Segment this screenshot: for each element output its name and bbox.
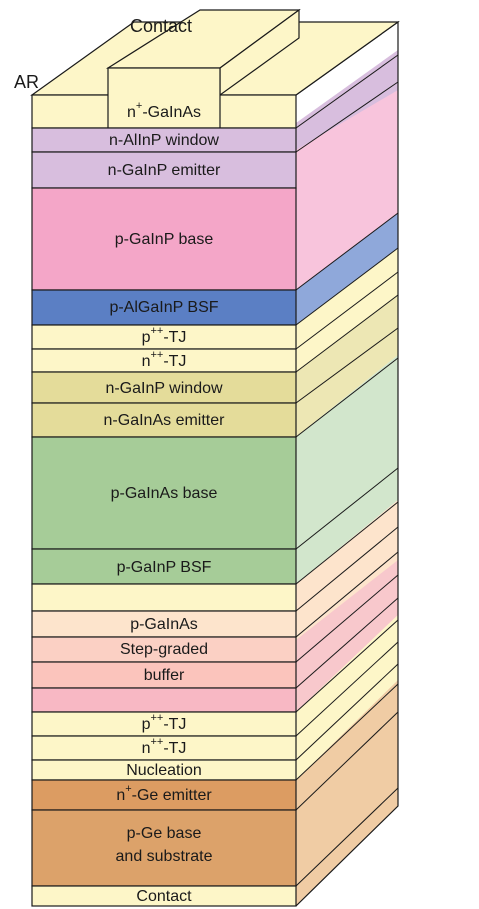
layer-label-ge-emitter: n+-Ge emitter bbox=[116, 783, 212, 804]
layer-bsf1 bbox=[31, 289, 297, 326]
layer-label-emitter1: n-GaInP emitter bbox=[108, 162, 221, 179]
layer-window1 bbox=[31, 127, 297, 153]
layer-emitter2 bbox=[31, 402, 297, 438]
side-middle-cell-base bbox=[296, 355, 398, 584]
tj2p-suffix: -TJ bbox=[163, 716, 186, 733]
top-contact-label: Contact bbox=[130, 16, 192, 36]
layer-buf3 bbox=[31, 661, 297, 689]
layer-label-window2: n-GaInP window bbox=[105, 380, 223, 397]
layer-label-buf1: p-GaInAs bbox=[130, 616, 198, 633]
layer-label-bsf1: p-AlGaInP BSF bbox=[109, 299, 218, 316]
layer-buf1 bbox=[31, 610, 297, 638]
ar-label: AR bbox=[14, 72, 39, 92]
side-buffer-pink bbox=[296, 560, 398, 712]
cap-sup: + bbox=[136, 100, 142, 112]
tj2p-sup: ++ bbox=[150, 712, 163, 724]
layer-bsf2 bbox=[31, 548, 297, 585]
layer-label-tj1n: n++-TJ bbox=[142, 349, 187, 370]
tj1n-sup: ++ bbox=[150, 349, 163, 361]
side-tj2 bbox=[296, 615, 398, 780]
layer-window2 bbox=[31, 371, 297, 404]
layer-tj1p bbox=[31, 324, 297, 350]
front-face bbox=[31, 67, 297, 907]
layer-label-nucleation: Nucleation bbox=[126, 762, 202, 779]
layer-label-ge-base-2: and substrate bbox=[116, 848, 213, 865]
layer-label-window1: n-AlInP window bbox=[109, 132, 219, 149]
layer-label-cap: n+-GaInAs bbox=[127, 100, 201, 121]
layer-label-tj2p: p++-TJ bbox=[142, 712, 187, 733]
tj1n-suffix: -TJ bbox=[163, 353, 186, 370]
cap-suffix: -GaInAs bbox=[142, 104, 201, 121]
side-layer-lines bbox=[295, 54, 399, 887]
tj1n-prefix: n bbox=[142, 353, 151, 370]
layer-label-bsf2: p-GaInP BSF bbox=[117, 559, 212, 576]
tj2p-prefix: p bbox=[142, 716, 151, 733]
layer-label-base2: p-GaInAs base bbox=[111, 485, 218, 502]
tj2n-prefix: n bbox=[142, 740, 151, 757]
ge-emitter-prefix: n bbox=[116, 787, 125, 804]
layer-buf0 bbox=[31, 583, 297, 612]
layer-label-tj2n: n++-TJ bbox=[142, 736, 187, 757]
layer-label-tj1p: p++-TJ bbox=[142, 325, 187, 346]
tj1p-sup: ++ bbox=[150, 325, 163, 337]
side-top-cell-pink bbox=[296, 90, 398, 290]
layer-label-ge-base-1: p-Ge base bbox=[127, 825, 202, 842]
layer-buf4 bbox=[31, 687, 297, 713]
layer-label-emitter2: n-GaInAs emitter bbox=[104, 412, 226, 429]
ge-emitter-suffix: -Ge emitter bbox=[132, 787, 213, 804]
tj1p-prefix: p bbox=[142, 329, 151, 346]
layer-label-bottom-contact: Contact bbox=[136, 888, 192, 905]
cap-contact-block bbox=[107, 67, 221, 129]
side-face bbox=[295, 20, 399, 907]
layer-ge-emitter bbox=[31, 779, 297, 811]
layer-ge-base bbox=[31, 809, 297, 887]
ge-emitter-sup: + bbox=[125, 783, 131, 795]
layer-label-base1: p-GaInP base bbox=[115, 231, 214, 248]
layer-base2 bbox=[31, 436, 297, 550]
tj2n-suffix: -TJ bbox=[163, 740, 186, 757]
cap-prefix: n bbox=[127, 104, 136, 121]
layer-label-buf3: buffer bbox=[144, 667, 185, 684]
layer-bottom-contact bbox=[31, 885, 297, 907]
tj1p-suffix: -TJ bbox=[163, 329, 186, 346]
side-top-cell-blue bbox=[296, 213, 398, 325]
layer-emitter1 bbox=[31, 151, 297, 189]
tj2n-sup: ++ bbox=[150, 736, 163, 748]
layer-label-buf2: Step-graded bbox=[120, 641, 208, 658]
